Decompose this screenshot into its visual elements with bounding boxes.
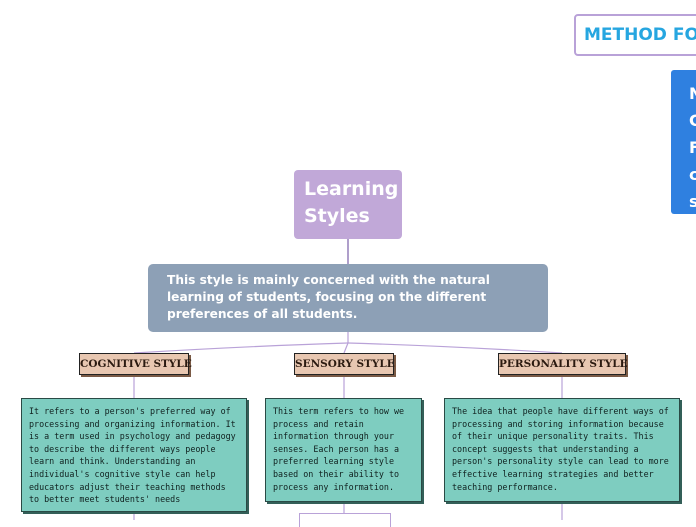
blue-topic-line: s: [689, 192, 696, 211]
personality-style-node[interactable]: PERSONALITY STYLE: [498, 353, 628, 375]
method-topic-node[interactable]: METHOD FOR: [574, 14, 696, 56]
personality-style-text: The idea that people have different ways…: [452, 406, 669, 492]
method-topic-label: METHOD FOR: [584, 25, 696, 45]
sensory-style-label: SENSORY STYLE: [295, 358, 395, 370]
blue-topic-line: c: [689, 165, 696, 184]
sensory-style-card[interactable]: This term refers to how we process and r…: [265, 398, 422, 502]
blue-topic-line: F: [689, 138, 696, 157]
cognitive-style-label: COGNITIVE STYLE: [80, 358, 192, 370]
cognitive-style-text: It refers to a person's preferred way of…: [29, 406, 236, 505]
personality-style-card[interactable]: The idea that people have different ways…: [444, 398, 680, 502]
collapsed-child-node[interactable]: [299, 513, 391, 527]
blue-topic-node[interactable]: N C F c s: [671, 70, 696, 214]
blue-topic-line: C: [689, 111, 696, 130]
blue-topic-line: N: [689, 84, 696, 103]
cognitive-style-card[interactable]: It refers to a person's preferred way of…: [21, 398, 247, 512]
personality-style-label: PERSONALITY STYLE: [499, 358, 628, 370]
root-node-learning-styles[interactable]: Learning Styles: [294, 170, 402, 239]
sensory-style-node[interactable]: SENSORY STYLE: [294, 353, 395, 375]
cognitive-style-node[interactable]: COGNITIVE STYLE: [79, 353, 192, 375]
root-node-title: Learning Styles: [304, 178, 399, 227]
sensory-style-text: This term refers to how we process and r…: [273, 406, 405, 492]
description-node[interactable]: This style is mainly concerned with the …: [148, 264, 548, 332]
description-text: This style is mainly concerned with the …: [167, 273, 490, 321]
